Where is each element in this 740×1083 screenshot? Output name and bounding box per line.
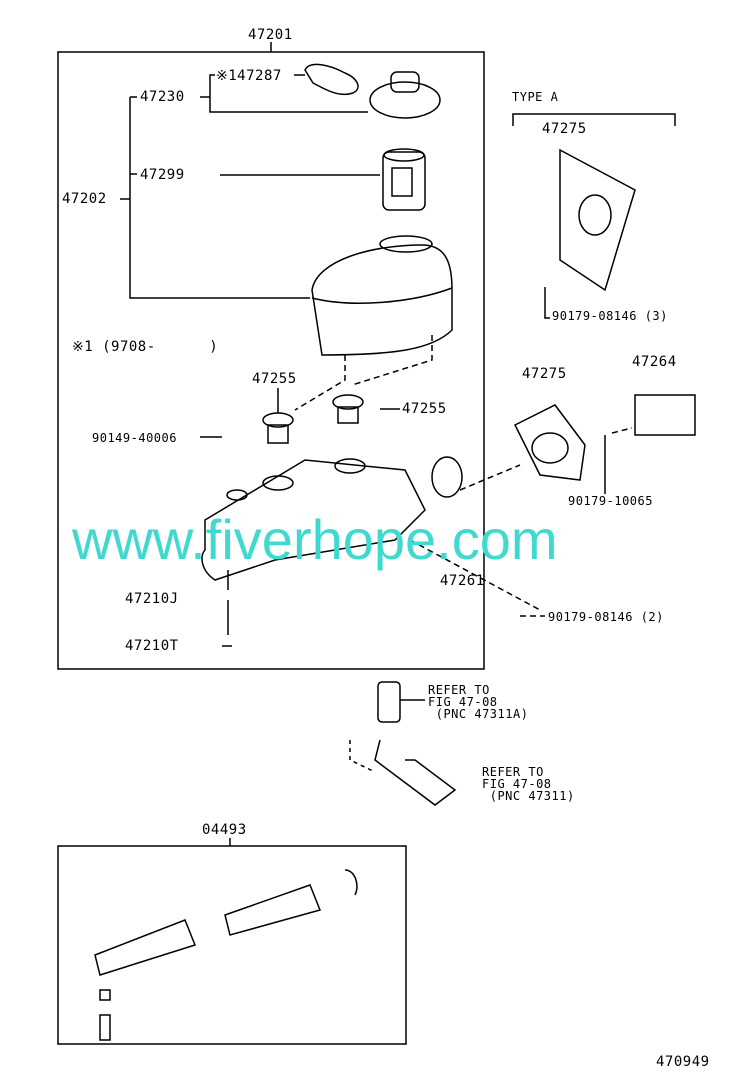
bracket-47264 [634, 394, 696, 436]
strainer-47299 [382, 148, 426, 211]
note-1: ※1 (9708- ) [72, 339, 219, 355]
label-47299: 47299 [140, 167, 185, 183]
label-90149-40006: 90149-40006 [92, 431, 177, 445]
label-47275: 47275 [522, 366, 567, 382]
assembly-frame-47201 [57, 51, 485, 670]
label-47210T: 47210T [125, 638, 179, 654]
reservoir-tank [311, 235, 453, 356]
figure-number: 470949 [656, 1054, 710, 1070]
gasket-47275-type-a [559, 148, 636, 292]
label-47202: 47202 [62, 191, 107, 207]
type-a-bracket [512, 113, 676, 126]
label-47264: 47264 [632, 354, 677, 370]
refer-note-47311: REFER TO FIG 47-08 (PNC 47311) [482, 765, 575, 803]
grommets [262, 394, 364, 444]
label-47201: 47201 [248, 27, 293, 43]
label-47255-right: 47255 [402, 401, 447, 417]
label-47230: 47230 [140, 89, 185, 105]
label-type-a: TYPE A [512, 90, 559, 104]
label-47287: ※147287 [216, 68, 282, 84]
label-47210J: 47210J [125, 591, 179, 607]
seal-47261 [431, 456, 463, 498]
label-90179-08146-2: 90179-08146 (2) [548, 610, 664, 624]
cap-gasket-47287 [304, 63, 359, 95]
watermark: www.fiverhope.com [72, 508, 558, 571]
refer-note-47311a: REFER TO FIG 47-08 (PNC 47311A) [428, 683, 529, 721]
master-cylinder-body [201, 458, 426, 581]
brake-tube [349, 739, 457, 806]
piston-kit-parts [94, 869, 358, 1041]
kit-frame-04493 [57, 845, 407, 1045]
gasket-47275-side [513, 404, 586, 481]
label-90179-08146-3: 90179-08146 (3) [552, 309, 668, 323]
union-fitting [377, 681, 425, 723]
label-47261: 47261 [440, 573, 485, 589]
label-90179-10065: 90179-10065 [568, 494, 653, 508]
label-04493: 04493 [202, 822, 247, 838]
reservoir-cap [369, 71, 441, 119]
label-47275-type-a: 47275 [542, 121, 587, 137]
label-47255-left: 47255 [252, 371, 297, 387]
